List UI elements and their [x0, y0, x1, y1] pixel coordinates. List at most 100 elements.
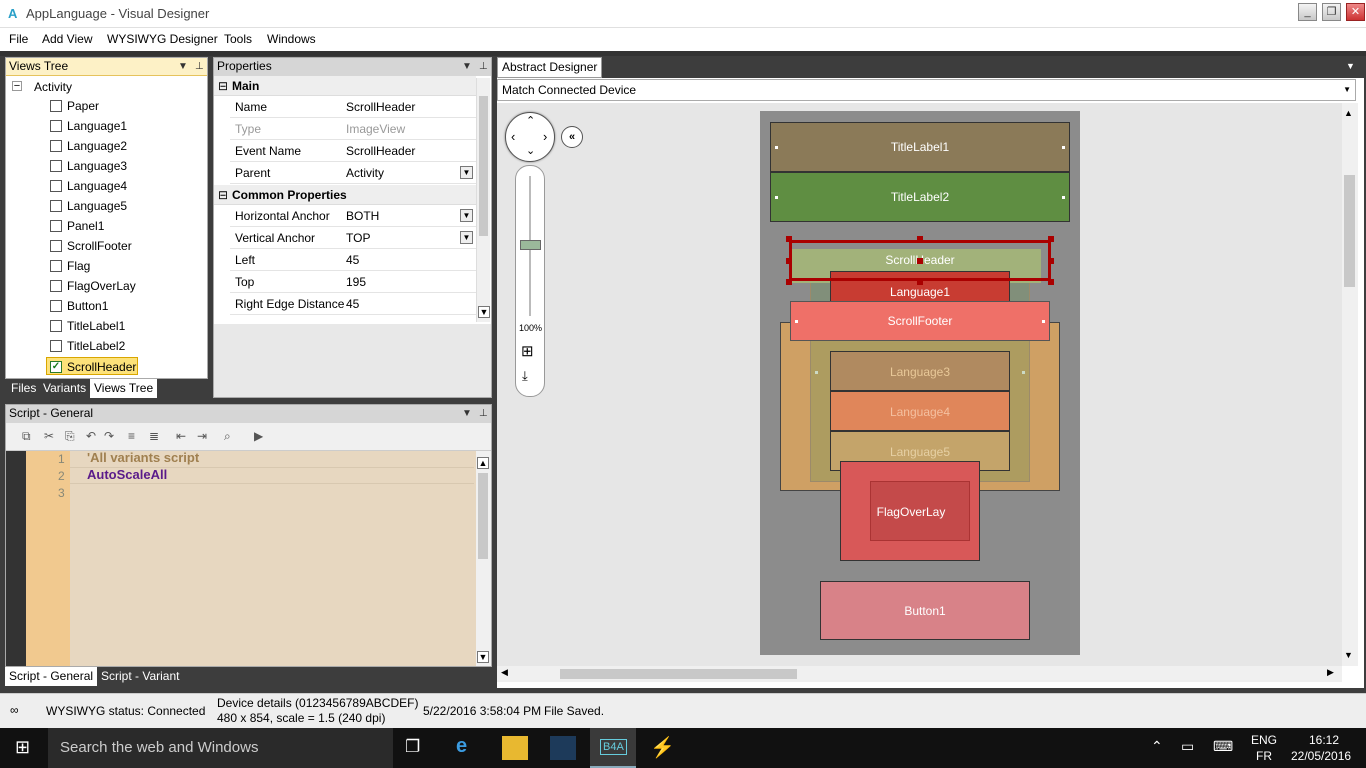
resize-handle[interactable]	[917, 236, 923, 242]
language-code[interactable]: ENG	[1251, 733, 1278, 747]
b4a-taskbar-button[interactable]: B4A	[590, 728, 636, 768]
chevron-down-icon[interactable]: ▼	[460, 209, 473, 222]
scrollbar-thumb[interactable]	[1344, 175, 1355, 287]
section-main[interactable]: ⊟Main	[214, 76, 476, 96]
scroll-up-icon[interactable]: ▲	[477, 457, 489, 469]
scroll-down-icon[interactable]: ▼	[1344, 650, 1353, 660]
clock-time[interactable]: 16:12	[1309, 733, 1340, 747]
code-comment-line[interactable]: 'All variants script	[87, 450, 200, 465]
checkbox[interactable]	[50, 100, 62, 112]
checkbox[interactable]	[50, 340, 62, 352]
checkbox[interactable]	[50, 200, 62, 212]
view-language3[interactable]: Language3	[830, 351, 1010, 391]
checkbox[interactable]	[50, 120, 62, 132]
close-button[interactable]: ✕	[1346, 3, 1365, 21]
tree-root-activity[interactable]: Activity	[34, 80, 73, 94]
tab-script-variant[interactable]: Script - Variant	[101, 669, 180, 683]
navigation-pad[interactable]: ⌃ ⌄ ‹ ›	[505, 112, 555, 162]
dropdown-icon[interactable]: ▼	[1346, 61, 1355, 71]
arrow-up-icon[interactable]: ⌃	[526, 115, 536, 127]
tree-item[interactable]: TitleLabel2	[50, 337, 140, 355]
tree-item[interactable]: Language1	[50, 117, 140, 135]
undo-icon[interactable]: ↶	[86, 429, 97, 443]
run-icon[interactable]: ▶	[254, 429, 264, 443]
collapse-icon[interactable]: ⊟	[218, 188, 229, 202]
tree-item[interactable]: TitleLabel1	[50, 317, 140, 335]
fit-screen-icon[interactable]: ⊞	[521, 343, 534, 360]
tree-item[interactable]: Language4	[50, 177, 140, 195]
checkbox[interactable]	[50, 280, 62, 292]
notification-icon[interactable]: ▭	[1181, 738, 1195, 754]
cut-icon[interactable]: ✂	[44, 429, 55, 443]
resize-handle[interactable]	[786, 279, 792, 285]
menu-tools[interactable]: Tools	[224, 32, 253, 46]
view-language4[interactable]: Language4	[830, 391, 1010, 431]
script-scrollbar[interactable]: ▲ ▼	[476, 451, 491, 666]
tree-item-selected[interactable]: ✓ScrollHeader	[46, 357, 138, 375]
tree-item[interactable]: Flag	[50, 257, 140, 275]
collapse-icon[interactable]: ⊟	[218, 79, 229, 93]
designer-canvas[interactable]: TitleLabel1 TitleLabel2 Panel1 Language1…	[497, 103, 1342, 666]
collapse-icon[interactable]: −	[12, 80, 22, 92]
tree-item[interactable]: Language3	[50, 157, 140, 175]
resize-handle[interactable]	[917, 258, 923, 264]
view-titlelabel1[interactable]: TitleLabel1	[770, 122, 1070, 172]
resize-handle[interactable]	[1048, 279, 1054, 285]
task-view-icon[interactable]: ❐	[405, 737, 421, 756]
tree-item[interactable]: Language2	[50, 137, 140, 155]
copy-icon[interactable]: ⧉	[22, 429, 31, 443]
scroll-down-icon[interactable]: ▼	[477, 651, 489, 663]
pin-icon[interactable]: ⊥	[479, 61, 488, 72]
scrollbar-thumb[interactable]	[479, 96, 488, 236]
scrollbar-thumb[interactable]	[478, 473, 488, 559]
designer-vscroll[interactable]: ▲ ▼	[1342, 103, 1358, 666]
language-region[interactable]: FR	[1256, 749, 1272, 763]
resize-handle[interactable]	[1048, 258, 1054, 264]
view-scrollfooter[interactable]: ScrollFooter	[790, 301, 1050, 341]
scroll-left-icon[interactable]: ◀	[501, 667, 508, 677]
resize-handle[interactable]	[1048, 236, 1054, 242]
checkbox[interactable]	[50, 160, 62, 172]
checkbox[interactable]	[50, 240, 62, 252]
menu-add-view[interactable]: Add View	[42, 32, 93, 46]
search-input[interactable]: Search the web and Windows	[48, 728, 393, 768]
view-flag[interactable]: FlagOverLay	[840, 461, 980, 561]
maximize-button[interactable]: ❐	[1322, 3, 1341, 21]
redo-icon[interactable]: ↷	[104, 429, 115, 443]
tab-script-general[interactable]: Script - General	[5, 667, 98, 686]
tree-item[interactable]: FlagOverLay	[50, 277, 140, 295]
chevron-down-icon[interactable]: ▼	[1343, 85, 1351, 94]
tab-variants[interactable]: Variants	[43, 381, 87, 395]
find-icon[interactable]: ⌕	[224, 429, 231, 443]
arrow-down-icon[interactable]: ⌄	[526, 145, 536, 157]
checkbox[interactable]	[50, 260, 62, 272]
checkbox[interactable]	[50, 140, 62, 152]
scrollbar-thumb[interactable]	[560, 669, 797, 679]
chevron-up-icon[interactable]: ⌃	[1151, 738, 1163, 754]
device-match-select[interactable]: Match Connected Device ▼	[497, 79, 1356, 101]
menu-wysiwyg-designer[interactable]: WYSIWYG Designer	[107, 32, 218, 46]
resize-handle[interactable]	[917, 279, 923, 285]
chevron-down-icon[interactable]: ▼	[460, 166, 473, 179]
clock-date[interactable]: 22/05/2016	[1291, 749, 1352, 763]
checkbox[interactable]	[50, 220, 62, 232]
collapse-panel-button[interactable]: «	[561, 126, 583, 148]
checkbox-checked-icon[interactable]: ✓	[50, 361, 62, 373]
chevron-down-icon[interactable]: ▼	[460, 231, 473, 244]
keyboard-icon[interactable]: ⌨	[1213, 738, 1234, 754]
scroll-down-icon[interactable]: ▼	[478, 306, 490, 318]
checkbox[interactable]	[50, 320, 62, 332]
checkbox[interactable]	[50, 300, 62, 312]
outdent-icon[interactable]: ⇤	[176, 429, 187, 443]
pin-icon[interactable]: ⊥	[479, 408, 488, 419]
indent-icon[interactable]: ⇥	[197, 429, 208, 443]
pin-icon[interactable]: ⊥	[195, 61, 204, 72]
checkbox[interactable]	[50, 180, 62, 192]
windows-start-icon[interactable]: ⊞	[15, 737, 31, 757]
tree-item[interactable]: Panel1	[50, 217, 140, 235]
